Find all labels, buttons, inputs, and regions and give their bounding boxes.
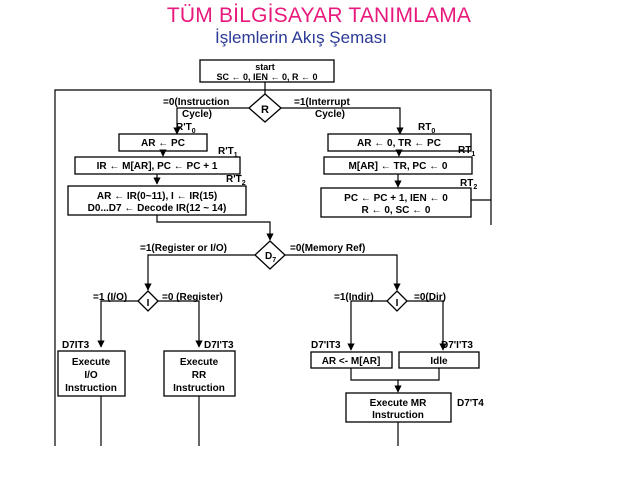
page-title: TÜM BİLGİSAYAR TANIMLAMA [166, 4, 472, 27]
execute-io-text-1: Execute [72, 357, 111, 368]
store-tr-text: M[AR] ← TR, PC ← 0 [349, 161, 448, 172]
left-t1-label: R'T1 [218, 146, 238, 159]
d7-left-line [144, 254, 255, 291]
idle-to-mr-line [398, 368, 440, 381]
decode-to-d7-line [156, 215, 274, 241]
left-t0-label: R'T0 [176, 122, 196, 135]
instruction-cycle-line [173, 107, 249, 135]
ar-pc-text: AR ← PC [141, 138, 185, 149]
register-line [158, 300, 203, 348]
indir-branch-label: =1(Indir) [334, 292, 374, 303]
execute-rr-text-2: RR [192, 370, 207, 381]
decision-i-right-label: I [396, 298, 399, 309]
indirect-to-mr-line [350, 368, 402, 393]
io-condition-label: D7IT3 [62, 340, 90, 351]
decision-d7-diamond [254, 240, 286, 270]
start-box [199, 59, 335, 83]
indirect-text: AR <- M[AR] [322, 356, 381, 367]
start-label: start [255, 62, 275, 72]
io-branch-label: =1 (I/O) [93, 292, 127, 303]
execute-io-text-2: I/O [84, 370, 98, 381]
dir-branch-label: =0(Dir) [414, 292, 446, 303]
fetch-ir-text: IR ← M[AR], PC ← PC + 1 [97, 161, 218, 172]
interrupt-cycle-line [281, 107, 404, 135]
page-subtitle: İşlemlerin Akış Şeması [215, 28, 387, 47]
idle-text: Idle [430, 356, 448, 367]
instruction-cycle-label-2: Cycle) [182, 109, 212, 120]
left-t2-label: R'T2 [226, 174, 246, 187]
execute-io-text-3: Instruction [65, 383, 117, 394]
execute-rr-box [163, 350, 236, 397]
decision-d7-label: D7 [265, 251, 276, 264]
interrupt-cycle-label: =1(Interrupt [294, 97, 351, 108]
execute-mr-text-2: Instruction [372, 410, 424, 421]
mr-condition-label: D7'T4 [457, 398, 484, 409]
dir-line [407, 300, 447, 351]
right-t2-label: RT2 [460, 178, 477, 191]
decision-i-left-label: I [147, 298, 150, 309]
instruction-cycle-label: =0(Instruction [163, 97, 229, 108]
execute-rr-text-3: Instruction [173, 383, 225, 394]
decode-box [67, 185, 247, 216]
decision-r-diamond [248, 93, 282, 123]
execute-io-box [57, 350, 126, 397]
decision-r-label: R [261, 104, 269, 116]
interrupt-cycle-label-2: Cycle) [315, 109, 345, 120]
interrupt-end-text-1: PC ← PC + 1, IEN ← 0 [344, 193, 448, 204]
decode-text-1: AR ← IR(0~11), I ← IR(15) [97, 191, 217, 202]
rr-condition-label: D7I'T3 [204, 340, 234, 351]
start-init-label: SC ← 0, IEN ← 0, R ← 0 [216, 72, 317, 82]
io-line [97, 300, 138, 348]
decision-i-right-diamond [386, 290, 408, 312]
decision-i-left-diamond [137, 290, 159, 312]
interrupt-end-box [320, 187, 472, 218]
interrupt-end-text-2: R ← 0, SC ← 0 [362, 205, 431, 216]
right-t1-label: RT1 [458, 145, 475, 158]
indir-condition-label: D7'IT3 [311, 340, 341, 351]
indir-line [347, 300, 387, 351]
memory-ref-label: =0(Memory Ref) [290, 243, 365, 254]
execute-rr-text-1: Execute [180, 357, 219, 368]
dir-condition-label: D7'I'T3 [441, 340, 473, 351]
decode-text-2: D0...D7 ← Decode IR(12 ~ 14) [88, 203, 227, 214]
execute-mr-box [345, 392, 452, 423]
loop-back-right-line [265, 89, 492, 225]
execute-mr-text-1: Execute MR [370, 398, 427, 409]
ar-tr-text: AR ← 0, TR ← PC [357, 138, 441, 149]
right-t0-label: RT0 [418, 122, 435, 135]
loop-back-left-line [54, 89, 265, 446]
register-or-io-label: =1(Register or I/O) [140, 243, 227, 254]
d7-right-line [285, 254, 401, 291]
register-branch-label: =0 (Register) [162, 292, 223, 303]
